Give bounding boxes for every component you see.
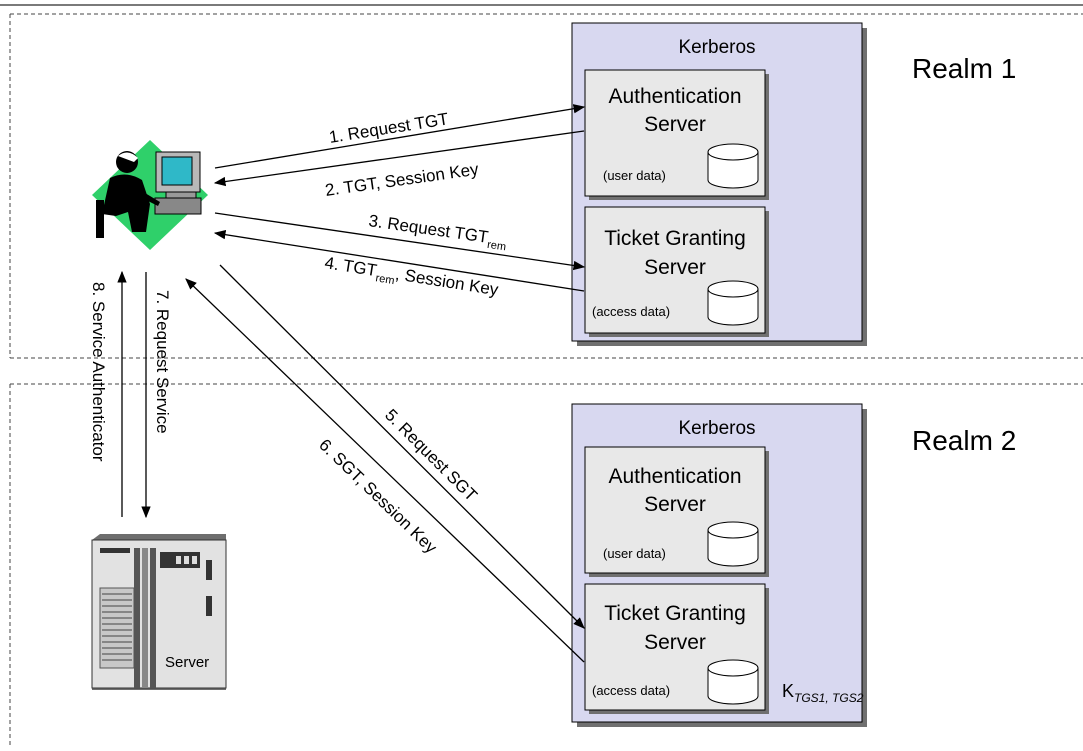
realm-1-boundary (9, 13, 1083, 359)
message-3-main: 3. Request TGT (367, 211, 489, 247)
realm-1-label: Realm 1 (912, 53, 1016, 84)
tgs-1-title-line2: Server (644, 256, 706, 279)
message-1-label: 1. Request TGT (328, 109, 450, 147)
arrow-6-sgt-session-key (185, 278, 585, 663)
tgs-2-title-line2: Server (644, 631, 706, 654)
user-workstation-icon (92, 140, 208, 250)
tgs-1-title-line1: Ticket Granting (604, 227, 746, 250)
arrow-4-tgt-rem-session-key (213, 230, 585, 292)
kerberos-2-title: Kerberos (678, 418, 755, 439)
auth-server-1-data: (user data) (603, 168, 666, 183)
database-icon (707, 659, 759, 705)
auth-server-2-data: (user data) (603, 546, 666, 561)
server-icon: Server (91, 534, 227, 690)
message-3-label: 3. Request TGTrem (367, 211, 508, 253)
database-icon (707, 521, 759, 567)
arrow-2-tgt-session-key (213, 130, 585, 187)
tgs-shared-key-sub: TGS1, TGS2 (794, 691, 864, 705)
tgs-1-data: (access data) (592, 304, 670, 319)
realm-2-boundary (9, 383, 1083, 745)
message-4-label: 4. TGTrem, Session Key (323, 253, 500, 303)
auth-server-2: Authentication Server (user data) (584, 446, 769, 577)
message-3-sub: rem (486, 239, 506, 254)
message-4-sub: rem (375, 272, 396, 287)
database-icon (707, 143, 759, 189)
tgs-2-data: (access data) (592, 683, 670, 698)
message-7-label: 7. Request Service (153, 290, 172, 434)
message-8-label: 8. Service Authenticator (89, 282, 108, 462)
auth-server-2-title-line1: Authentication (608, 465, 741, 488)
tgs-shared-key-label: KTGS1, TGS2 (782, 681, 864, 705)
tgs-shared-key-main: K (782, 681, 794, 701)
message-2-label: 2. TGT, Session Key (324, 160, 480, 200)
arrow-3-request-tgt-rem (214, 212, 586, 271)
tgs-2: Ticket Granting Server (access data) (584, 583, 769, 714)
message-5-label: 5. Request SGT (381, 405, 481, 505)
arrow-5-request-sgt (219, 264, 585, 629)
kerberos-1: Kerberos Authentication Server (user dat… (571, 22, 867, 346)
server-label: Server (165, 654, 209, 671)
auth-server-1: Authentication Server (user data) (584, 69, 769, 200)
tgs-1: Ticket Granting Server (access data) (584, 206, 769, 337)
database-icon (707, 280, 759, 326)
auth-server-2-title-line2: Server (644, 493, 706, 516)
realm-2-label: Realm 2 (912, 425, 1016, 456)
auth-server-1-title-line1: Authentication (608, 85, 741, 108)
kerberos-1-title: Kerberos (678, 37, 755, 58)
arrow-1-request-tgt (214, 104, 586, 169)
kerberos-2: Kerberos Authentication Server (user dat… (571, 403, 867, 727)
tgs-2-title-line1: Ticket Granting (604, 602, 746, 625)
auth-server-1-title-line2: Server (644, 113, 706, 136)
